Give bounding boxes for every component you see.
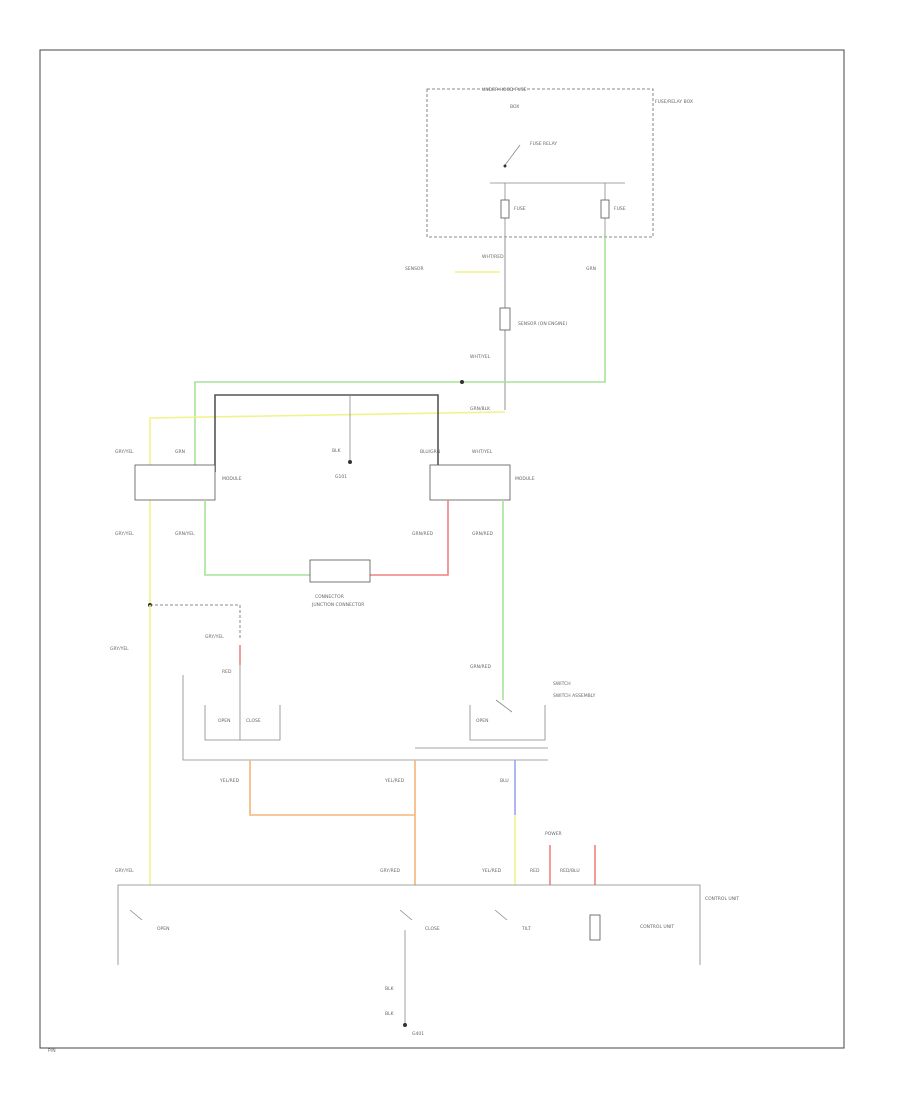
sensor-icon	[499, 307, 511, 331]
connector-center-detail: JUNCTION CONNECTOR	[311, 602, 364, 608]
bottom-wire-1: GRY/YEL	[115, 868, 134, 874]
right-wire-top-b: WHT/YEL	[472, 449, 493, 455]
ground-wire-label: BLK	[385, 986, 395, 992]
switch-c-blade	[495, 699, 513, 713]
switch-c-label: OPEN	[476, 718, 488, 724]
black-bus	[214, 394, 439, 472]
connector-center-label: CONNECTOR	[315, 594, 344, 600]
splice-top	[460, 380, 464, 384]
corner-code: P/N	[48, 1048, 56, 1054]
right-wire-mid-a: GRN/RED	[412, 531, 433, 537]
fuse-box-header: UNDER-HOOD FUSE	[482, 87, 527, 93]
fuse-box-top: BOX	[510, 104, 519, 110]
sensor-detail-label: SENSOR (ON ENGINE)	[518, 321, 567, 327]
center-ground-dot	[348, 460, 352, 464]
mid-wire-left-label: YEL/RED	[219, 778, 240, 784]
fuse-box-right-label: FUSE/RELAY BOX	[655, 99, 693, 105]
switch-box-detail: SWITCH ASSEMBLY	[553, 693, 596, 699]
switch-c-housing	[469, 705, 546, 741]
right-module-label: MODULE	[515, 476, 535, 482]
fuse-b-label: FUSE	[614, 206, 626, 212]
green-wire-to-connector	[204, 500, 310, 576]
wire-a-label: WHT/RED	[482, 254, 504, 260]
fuse-box-outline	[426, 88, 654, 238]
yellow-wire-top	[149, 411, 506, 605]
left-wire-mid-b: GRN/YEL	[175, 531, 195, 537]
relay-contact	[503, 164, 507, 168]
right-wire-top-a: BLU/GRN	[420, 449, 440, 455]
green-wire-top	[194, 237, 606, 472]
ground-label: G401	[412, 1031, 424, 1037]
bottom-sw-2-blade	[399, 909, 413, 921]
switch-a-housing	[204, 705, 281, 741]
center-wire-label: BLK	[332, 448, 342, 454]
center-connector-icon	[309, 559, 371, 583]
switch-box-label: SWITCH	[553, 681, 571, 687]
ground-wire-label-2: BLK	[385, 1011, 395, 1017]
bottom-sw-3-blade	[494, 909, 508, 921]
sensor-box-label: SENSOR	[405, 266, 424, 272]
switch-box-bracket	[182, 675, 548, 761]
wire-b-label: GRN	[586, 266, 596, 272]
center-ground-label: G101	[335, 474, 347, 480]
left-small-wire-label: GRY/YEL	[205, 634, 224, 640]
bottom-wire-3: YEL/RED	[481, 868, 502, 874]
left-dashed-branch	[150, 604, 241, 640]
fuse-a-label: FUSE	[514, 206, 526, 212]
right-down-wire-label: GRN/RED	[470, 664, 491, 670]
power-label: POWER	[545, 831, 562, 837]
fuse-a-icon	[500, 199, 510, 219]
bottom-sw-1-label: OPEN	[157, 926, 169, 932]
fuse-b-icon	[600, 199, 610, 219]
left-down-wire-label: GRY/YEL	[110, 646, 129, 652]
wire-c-label: WHT/YEL	[470, 354, 491, 360]
unit-label: CONTROL UNIT	[705, 896, 739, 902]
orange-wire	[249, 760, 416, 885]
right-wire-mid-b: GRN/RED	[472, 531, 493, 537]
right-module-box	[429, 464, 511, 501]
bottom-sw-1-blade	[129, 909, 143, 921]
switch-a-label: OPEN	[218, 718, 230, 724]
blu-wire-label: BLU	[500, 778, 509, 784]
ground-dot	[403, 1023, 407, 1027]
bottom-sw-2-label: CLOSE	[425, 926, 440, 932]
left-module-box	[134, 464, 216, 501]
switch-b-label: CLOSE	[246, 718, 261, 724]
bottom-coil-icon	[589, 914, 601, 941]
bottom-wire-4: RED	[530, 868, 540, 874]
fuse-box-relay: FUSE RELAY	[530, 141, 557, 147]
bottom-wire-2: GRY/RED	[380, 868, 401, 874]
red-wire-to-connector	[370, 500, 449, 576]
left-red-wire-label: RED	[222, 669, 232, 675]
left-wire-top-b: GRN	[175, 449, 185, 455]
left-module-label: MODULE	[222, 476, 242, 482]
bottom-sw-3-label: TILT	[521, 926, 531, 932]
control-unit-outline	[117, 884, 701, 965]
bottom-wire-5: RED/BLU	[560, 868, 580, 874]
relay-switch	[504, 144, 521, 166]
diagram-frame	[39, 49, 845, 1049]
bottom-sw-4-label: CONTROL UNIT	[640, 924, 674, 930]
mid-wire-right-label: YEL/RED	[384, 778, 405, 784]
left-wire-top-a: GRY/YEL	[115, 449, 134, 455]
wire-d-label: GRN/BLK	[470, 406, 491, 412]
left-wire-mid-a: GRY/YEL	[115, 531, 134, 537]
